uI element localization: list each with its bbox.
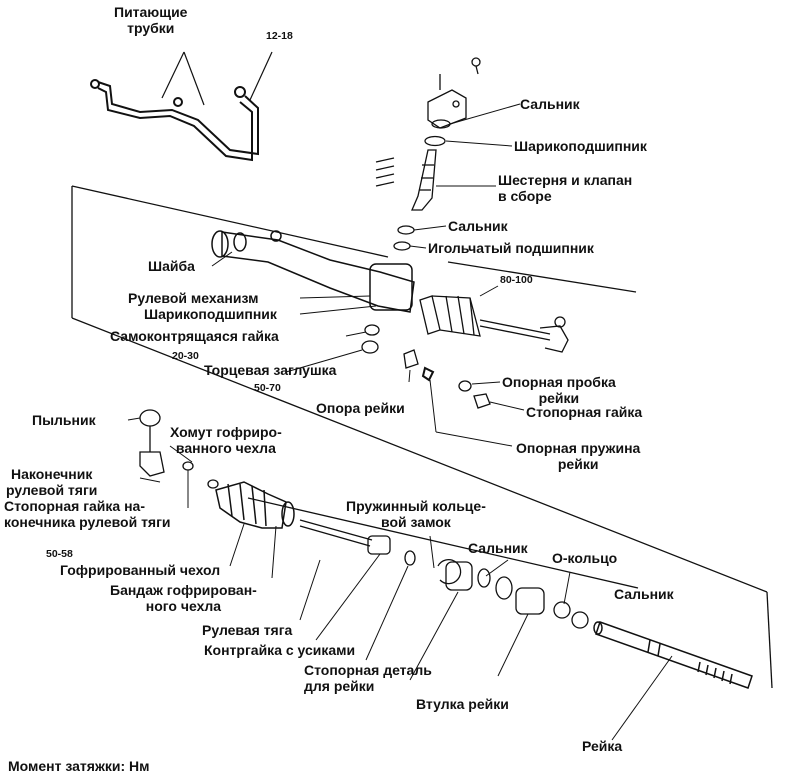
torque-12-18: 12-18: [266, 30, 293, 42]
label-self-lock-nut: Самоконтрящаяся гайка: [110, 328, 279, 344]
label-end-plug: Торцевая заглушка: [204, 362, 337, 378]
label-rack-stopper: Стопорная деталь для рейки: [304, 662, 432, 694]
label-rack-support: Опора рейки: [316, 400, 405, 416]
label-gear-housing: Рулевой механизм: [128, 290, 259, 306]
torque-units-note: Момент затяжки: Нм: [8, 758, 150, 774]
label-tie-rod-end-nut: Стопорная гайка на- конечника рулевой тя…: [4, 498, 171, 530]
pinion-valve-part: [375, 149, 437, 211]
label-bellows-clamp-line1: Хомут гофриро-: [170, 424, 282, 440]
label-oil-seal-right: Сальник: [614, 586, 674, 602]
self-lock-nut-part: [364, 324, 380, 336]
label-washer: Шайба: [148, 258, 195, 274]
label-bellows-clamp: Хомут гофриро- ванного чехла: [170, 424, 282, 456]
label-dust-cover: Пыльник: [32, 412, 96, 428]
label-bellows-band-line1: Бандаж гофрирован-: [110, 582, 257, 598]
label-ball-bearing-top: Шарикоподшипник: [514, 138, 647, 154]
label-bellows-band: Бандаж гофрирован- ного чехла: [110, 582, 257, 614]
label-snap-ring-line1: Пружинный кольце-: [346, 498, 486, 514]
label-support-spring: Опорная пружина рейки: [516, 440, 640, 472]
torque-50-70: 50-70: [254, 382, 281, 394]
oil-seal-mid-part: [397, 225, 415, 235]
torque-50-58: 50-58: [46, 548, 73, 560]
rack-stopper-and-bushing-parts: [437, 559, 589, 629]
label-rack-bushing: Втулка рейки: [416, 696, 509, 712]
right-bellows-part: [419, 295, 569, 353]
rack-part: [593, 621, 753, 689]
label-pinion-valve: Шестерня и клапан в сборе: [498, 172, 632, 204]
label-pinion-valve-line2: в сборе: [498, 188, 552, 204]
label-pinion-valve-line1: Шестерня и клапан: [498, 172, 633, 188]
label-lock-nut: Стопорная гайка: [526, 404, 643, 420]
assembly-boundary-lines: [71, 185, 773, 689]
rack-support-part: [403, 349, 491, 409]
needle-bearing-part: [393, 241, 411, 251]
label-o-ring: О-кольцо: [552, 550, 618, 566]
tie-rod-part: [299, 519, 416, 566]
label-supply-tubes-line2: трубки: [127, 20, 175, 36]
label-oil-seal-top: Сальник: [520, 96, 580, 112]
left-bellows-part: [215, 481, 295, 529]
label-support-spring-line1: Опорная пружина: [516, 440, 641, 456]
supply-tubes: [90, 51, 273, 162]
label-support-spring-line2: рейки: [557, 456, 599, 472]
torque-80-100: 80-100: [500, 274, 533, 286]
label-oil-seal-low: Сальник: [468, 540, 528, 556]
label-supply-tubes: Питающие трубки: [114, 4, 187, 36]
label-rack-stopper-line1: Стопорная деталь: [304, 662, 432, 678]
end-plug-part: [361, 340, 379, 354]
pinion-housing-cover: [427, 57, 481, 129]
torque-20-30: 20-30: [172, 350, 199, 362]
label-support-plug-line2: рейки: [538, 390, 580, 406]
label-tie-rod-end-line2: рулевой тяги: [6, 482, 98, 498]
leader-lines: [211, 103, 525, 447]
ball-bearing-top-part: [424, 135, 446, 147]
label-rack-stopper-line2: для рейки: [304, 678, 375, 694]
label-rack: Рейка: [582, 738, 623, 754]
label-tie-rod-end-line1: Наконечник: [11, 466, 93, 482]
label-tab-lock-nut: Контргайка с усиками: [204, 642, 356, 658]
label-bellows: Гофрированный чехол: [60, 562, 221, 578]
label-support-plug: Опорная пробка рейки: [502, 374, 616, 406]
label-bellows-clamp-line2: ванного чехла: [175, 440, 276, 456]
label-snap-ring-line2: вой замок: [381, 514, 451, 530]
label-supply-tubes-line1: Питающие: [114, 4, 188, 20]
gear-housing-part: [211, 230, 415, 313]
label-snap-ring: Пружинный кольце- вой замок: [346, 498, 486, 530]
label-needle-bearing: Игольчатый подшипник: [428, 240, 594, 256]
label-tie-rod-end-nut-line2: конечника рулевой тяги: [4, 514, 171, 530]
label-support-plug-line1: Опорная пробка: [502, 374, 616, 390]
label-ball-bearing-mid: Шарикоподшипник: [144, 306, 277, 322]
label-bellows-band-line2: ного чехла: [145, 598, 222, 614]
lower-leader-lines: [139, 445, 673, 741]
label-oil-seal-mid: Сальник: [448, 218, 508, 234]
label-tie-rod: Рулевая тяга: [202, 622, 293, 638]
label-tie-rod-end: Наконечник рулевой тяги: [6, 466, 97, 498]
label-tie-rod-end-nut-line1: Стопорная гайка на-: [4, 498, 146, 514]
